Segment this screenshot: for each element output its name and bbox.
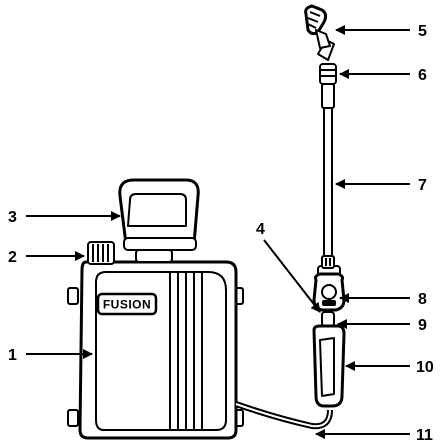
callout-number-5: 5 (418, 23, 427, 40)
carry-handle (118, 178, 200, 263)
callout-number-9: 9 (418, 317, 427, 334)
tank-mount-tab-top-left (67, 287, 79, 305)
filler-cap (87, 241, 115, 265)
switch-button (321, 284, 337, 300)
callout-number-10: 10 (416, 359, 434, 376)
tank: FUSION (67, 260, 244, 440)
trigger-lock (321, 311, 335, 327)
callout-number-3: 3 (8, 209, 17, 226)
callout-number-6: 6 (418, 67, 427, 84)
hose (235, 401, 333, 430)
callout-number-2: 2 (8, 249, 17, 266)
callout-number-8: 8 (418, 291, 427, 308)
callout-number-1: 1 (8, 347, 17, 364)
callout-number-7: 7 (418, 177, 427, 194)
callout-labels: 1 2 3 4 5 6 7 8 9 10 11 (8, 23, 434, 444)
spray-handle (312, 265, 346, 408)
tank-mount-tab-bottom-left (67, 409, 79, 427)
callout-number-11: 11 (416, 427, 433, 444)
indicator (322, 300, 336, 306)
lance-connector (319, 63, 337, 109)
nozzle (304, 4, 335, 61)
hose-inner (235, 403, 331, 428)
callout-arrows (26, 25, 410, 439)
lance (321, 107, 335, 269)
brand-badge (96, 292, 158, 316)
brand-logo-text: FUSION (103, 298, 151, 312)
callout-arrow-4 (263, 239, 321, 313)
callout-number-4: 4 (256, 221, 265, 238)
